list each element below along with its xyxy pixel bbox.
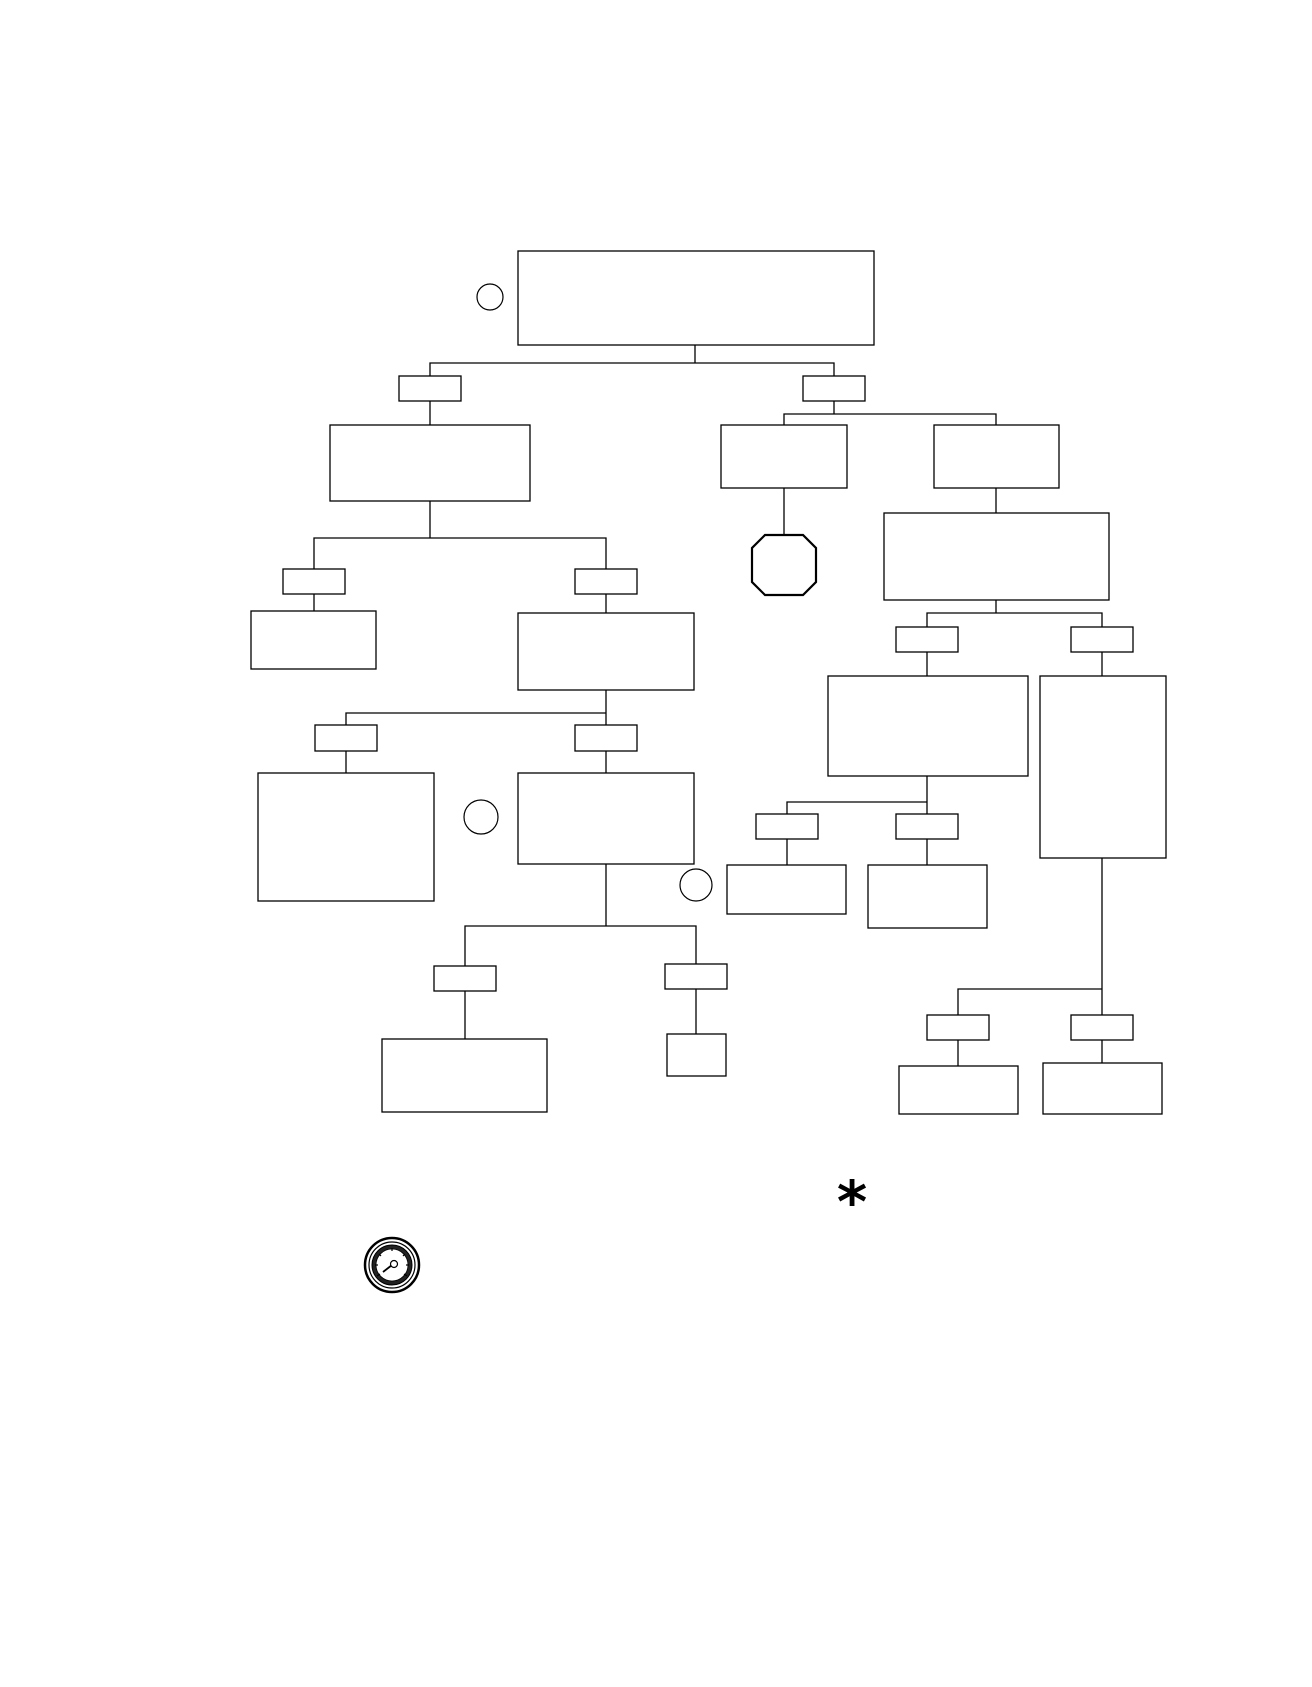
- process-box: [883, 512, 1110, 601]
- process-box: [867, 864, 988, 929]
- stop-sign-icon: [750, 533, 818, 597]
- process-box: [1042, 1062, 1163, 1115]
- branch-label-box: [433, 965, 497, 992]
- process-box: [827, 675, 1029, 777]
- start-box: [517, 250, 875, 346]
- process-box: [898, 1065, 1019, 1115]
- branch-label-box: [802, 375, 866, 402]
- process-box: [720, 424, 848, 489]
- branch-labels: [282, 375, 1134, 1041]
- branch-label-box: [398, 375, 462, 402]
- branch-label-box: [1070, 1014, 1134, 1041]
- asterisk-symbol: *: [837, 1168, 867, 1236]
- process-box: [329, 424, 531, 502]
- process-box: [250, 610, 377, 670]
- branch-label-box: [314, 724, 378, 752]
- branch-label-box: [895, 626, 959, 653]
- process-box: [666, 1033, 727, 1077]
- connectors: [313, 345, 1103, 1066]
- branch-label-box: [1070, 626, 1134, 653]
- branch-label-box: [282, 568, 346, 595]
- pressure-gauge-icon: [363, 1236, 421, 1294]
- reference-circle: [463, 799, 499, 835]
- process-boxes: [250, 250, 1167, 1115]
- branch-label-box: [574, 724, 638, 752]
- process-box: [517, 772, 695, 865]
- reference-circle: [679, 868, 713, 902]
- branch-label-box: [755, 813, 819, 840]
- process-box: [1039, 675, 1167, 859]
- process-box: [933, 424, 1060, 489]
- branch-label-box: [664, 963, 728, 990]
- process-box: [257, 772, 435, 902]
- process-box: [726, 864, 847, 915]
- process-box: [381, 1038, 548, 1113]
- reference-circle: [476, 283, 504, 311]
- branch-label-box: [574, 568, 638, 595]
- branch-label-box: [926, 1014, 990, 1041]
- reference-circles: [463, 283, 713, 902]
- branch-label-box: [895, 813, 959, 840]
- process-box: [517, 612, 695, 691]
